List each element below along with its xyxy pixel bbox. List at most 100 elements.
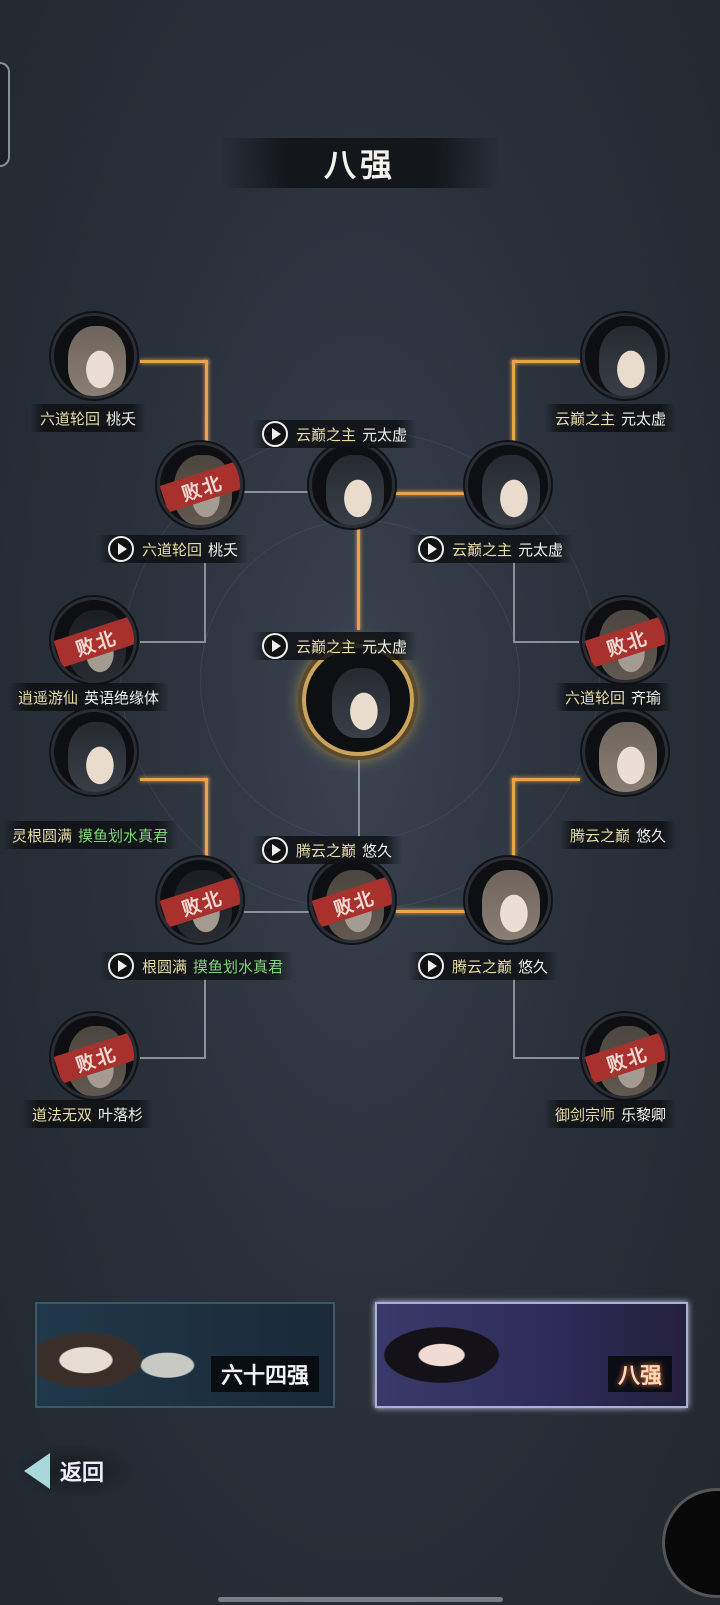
player-name: 叶落杉 [98,1105,144,1124]
match-replay-label[interactable]: 六道轮回桃夭 [98,535,249,563]
loser-line [140,1057,206,1059]
match-replay-label[interactable]: 云巅之主元太虚 [252,420,418,448]
player-name-label: 御剑宗师乐黎卿 [545,1100,677,1128]
play-replay-icon[interactable] [262,837,288,863]
match-replay-label[interactable]: 根圆满摸鱼划水真君 [98,952,294,980]
player-name: 摸鱼划水真君 [193,957,284,976]
match-replay-label[interactable]: 云巅之主元太虚 [252,632,418,660]
player-avatar[interactable] [582,313,668,399]
back-label: 返回 [60,1460,105,1486]
player-avatar[interactable]: 败北 [157,857,243,943]
match-replay-label[interactable]: 腾云之巅悠久 [408,952,559,980]
player-name: 元太虚 [621,409,667,428]
winner-line [205,778,208,860]
player-sect: 灵根圆满 [12,826,73,845]
stage-card-label: 六十四强 [210,1356,319,1392]
player-sect: 腾云之巅 [296,841,357,860]
floating-menu-button[interactable] [662,1488,720,1598]
player-name: 元太虚 [362,425,408,444]
home-indicator[interactable] [218,1597,503,1602]
play-replay-icon[interactable] [418,953,444,979]
play-replay-icon[interactable] [108,953,134,979]
player-avatar[interactable]: 败北 [582,1013,668,1099]
stage-card-round-8[interactable]: 八强 [375,1302,688,1408]
player-avatar[interactable]: 败北 [51,1013,137,1099]
player-name-label: 六道轮回齐瑜 [555,683,672,711]
champion-avatar[interactable] [302,644,414,756]
player-sect: 腾云之巅 [452,957,513,976]
player-sect: 御剑宗师 [555,1105,616,1124]
play-replay-icon[interactable] [108,536,134,562]
loser-line [513,1057,579,1059]
play-replay-icon[interactable] [262,633,288,659]
portrait [599,326,657,396]
winner-line [512,360,515,444]
player-avatar[interactable]: 败北 [582,597,668,683]
winner-line [140,360,208,363]
winner-line [396,910,466,913]
player-avatar[interactable] [309,442,395,528]
loser-line [244,491,310,493]
player-avatar[interactable] [51,709,137,795]
stage-card-round-64[interactable]: 六十四强 [35,1302,335,1408]
loser-line [140,641,206,643]
player-sect: 逍遥游仙 [18,688,79,707]
player-name: 摸鱼划水真君 [78,826,169,845]
portrait [326,455,384,525]
player-sect: 云巅之主 [555,409,616,428]
portrait [68,722,126,792]
player-avatar[interactable] [465,857,551,943]
player-name-label: 六道轮回桃夭 [30,404,147,432]
winner-line [357,528,360,630]
play-replay-icon[interactable] [418,536,444,562]
loser-line [204,562,206,642]
player-sect: 云巅之主 [296,425,357,444]
winner-line [205,360,208,444]
loser-line [244,911,310,913]
player-sect: 六道轮回 [40,409,101,428]
player-sect: 六道轮回 [565,688,626,707]
player-name-label: 云巅之主元太虚 [545,404,677,432]
loser-line [358,757,360,837]
player-avatar[interactable] [51,313,137,399]
player-sect: 六道轮回 [142,540,203,559]
back-arrow-icon [24,1453,50,1489]
stage-card-label: 八强 [607,1356,672,1392]
winner-line [512,778,580,781]
character-art [377,1304,547,1406]
player-name: 悠久 [362,841,393,860]
match-replay-label[interactable]: 腾云之巅悠久 [252,836,403,864]
loser-line [513,562,515,642]
portrait [599,722,657,792]
side-panel-tab[interactable] [0,62,10,167]
player-name-label: 逍遥游仙英语绝缘体 [8,683,170,711]
player-name: 乐黎卿 [621,1105,667,1124]
player-name: 元太虚 [362,637,408,656]
match-replay-label[interactable]: 云巅之主元太虚 [408,535,574,563]
player-sect: 道法无双 [32,1105,93,1124]
player-name: 悠久 [636,826,667,845]
player-avatar[interactable] [582,709,668,795]
play-replay-icon[interactable] [262,421,288,447]
character-art [37,1304,200,1406]
player-name: 元太虚 [518,540,564,559]
player-name: 齐瑜 [631,688,662,707]
page-title: 八强 [220,138,500,188]
portrait [482,870,540,940]
loser-line [513,641,579,643]
player-avatar[interactable]: 败北 [157,442,243,528]
player-avatar[interactable]: 败北 [309,857,395,943]
player-avatar[interactable] [465,442,551,528]
player-name: 桃夭 [106,409,137,428]
player-sect: 腾云之巅 [570,826,631,845]
winner-line [512,778,515,860]
player-name: 悠久 [518,957,549,976]
back-button[interactable]: 返回 [18,1445,133,1497]
player-name: 英语绝缘体 [84,688,160,707]
winner-line [512,360,580,363]
player-sect: 云巅之主 [452,540,513,559]
player-avatar[interactable]: 败北 [51,597,137,683]
player-sect: 云巅之主 [296,637,357,656]
player-name-label: 道法无双叶落杉 [22,1100,154,1128]
loser-line [204,978,206,1058]
